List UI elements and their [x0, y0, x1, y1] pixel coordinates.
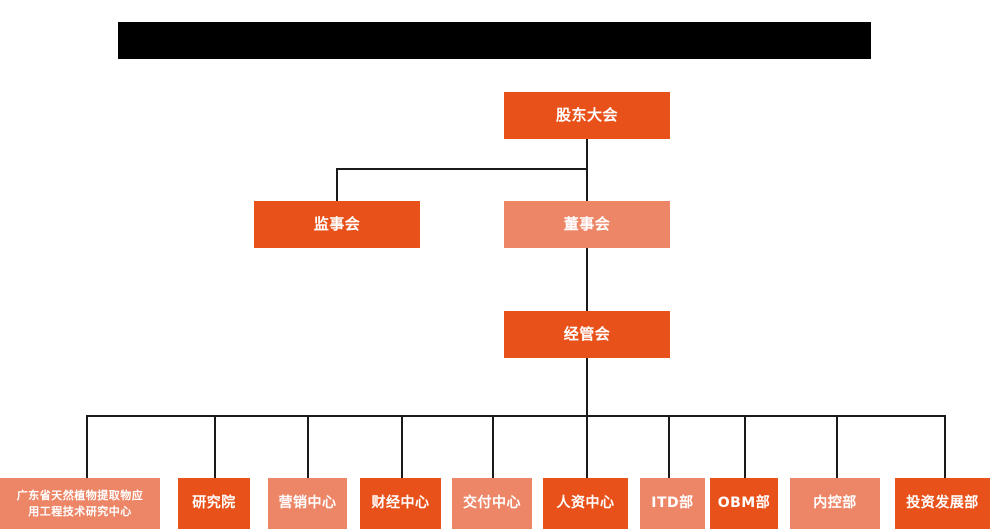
node-delivery-center[interactable]: 交付中心: [452, 478, 532, 529]
node-board-of-directors[interactable]: 董事会: [504, 201, 670, 248]
redacted-title-bar: [118, 22, 871, 59]
connector-drop-delivery-center: [492, 415, 494, 478]
connector-drop-guangdong-center: [86, 415, 88, 478]
node-itd-department[interactable]: ITD部: [640, 478, 705, 529]
connector-drop-marketing-center: [307, 415, 309, 478]
connector-drop-internal-control-department: [836, 415, 838, 478]
node-board-of-supervisors[interactable]: 监事会: [254, 201, 420, 248]
connector-drop-obm-department: [744, 415, 746, 478]
node-management-committee[interactable]: 经管会: [504, 311, 670, 358]
node-hr-center[interactable]: 人资中心: [543, 478, 628, 529]
node-obm-department[interactable]: OBM部: [710, 478, 778, 529]
node-shareholders-meeting[interactable]: 股东大会: [504, 92, 670, 139]
connector-drop-finance-center: [401, 415, 403, 478]
connector-drop-investment-development-department: [944, 415, 946, 478]
node-marketing-center[interactable]: 营销中心: [268, 478, 347, 529]
connector-shareholders-to-supervisors: [336, 168, 588, 170]
connector-shareholders-down: [586, 139, 588, 202]
connector-department-bus: [86, 415, 945, 417]
node-investment-development-department[interactable]: 投资发展部: [895, 478, 990, 529]
connector-supervisors-down: [336, 168, 338, 202]
node-finance-center[interactable]: 财经中心: [360, 478, 441, 529]
connector-drop-research-institute: [214, 415, 216, 478]
connector-drop-hr-center: [586, 415, 588, 478]
node-guangdong-center[interactable]: 广东省天然植物提取物应 用工程技术研究中心: [0, 478, 160, 529]
node-research-institute[interactable]: 研究院: [178, 478, 250, 529]
connector-management-down: [586, 358, 588, 416]
connector-directors-to-management: [586, 248, 588, 312]
connector-drop-itd-department: [668, 415, 670, 478]
node-internal-control-department[interactable]: 内控部: [790, 478, 880, 529]
